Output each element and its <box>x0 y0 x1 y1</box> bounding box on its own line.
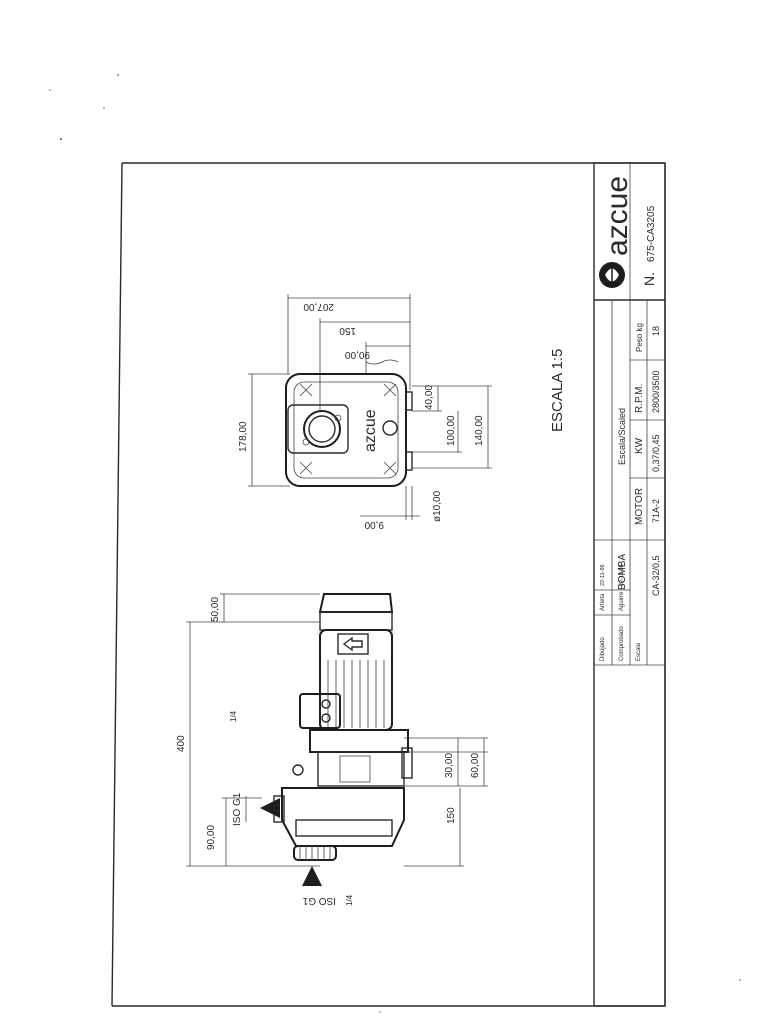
top-view-dimension-lines <box>248 294 492 520</box>
checked-name: Aguirre <box>619 591 625 611</box>
header-peso: Peso kg <box>635 323 644 352</box>
inlet-arrow-icon <box>260 798 280 818</box>
value-kw: 0,37/0,45 <box>651 434 661 472</box>
iso-label-top: ISO G1 <box>232 792 243 826</box>
dim-140: 140,00 <box>474 415 485 446</box>
header-kw: KW <box>634 437 645 454</box>
value-motor: 71A-2 <box>651 499 661 523</box>
checked-label: Comprobado <box>619 626 625 661</box>
dim-90-top: 90,00 <box>345 349 370 360</box>
side-view-pump <box>273 593 413 861</box>
header-bomba: BOMBA <box>617 554 628 590</box>
value-peso: 18 <box>651 326 661 336</box>
dim-150-top: 150 <box>339 325 356 336</box>
scan-specks <box>49 74 741 1013</box>
top-view-pump <box>285 373 413 487</box>
header-rpm: R.P.M. <box>634 384 645 413</box>
dim-30: 30,00 <box>444 753 455 778</box>
dim-400: 400 <box>176 735 187 752</box>
dim-207: 207,00 <box>303 301 334 312</box>
dim-diameter-10: ø10,00 <box>432 490 443 522</box>
dim-178: 178,00 <box>238 421 249 452</box>
checked-date: 22-11-96 <box>619 564 625 586</box>
value-bomba: CA-32/0,5 <box>651 555 661 596</box>
dim-90-side: 90,00 <box>206 825 217 850</box>
value-rpm: 2800/3500 <box>651 370 661 413</box>
drawing-frame <box>111 162 666 1007</box>
drawn-label: Dibujado <box>600 637 606 661</box>
dim-40: 40,00 <box>424 385 435 410</box>
top-view-body-text: azcue <box>362 409 379 452</box>
drawn-date: 22-11-96 <box>600 564 606 586</box>
dim-100: 100,00 <box>446 415 457 446</box>
quarter-label-2: 1/4 <box>345 894 354 906</box>
dim-9: 9,00 <box>364 519 384 530</box>
drawing-number: 675-CA3205 <box>646 205 657 262</box>
brand-name: azcue <box>601 176 634 256</box>
scale-title: ESCALA 1:5 <box>549 349 566 432</box>
drawn-name: Artieta <box>600 593 606 611</box>
scale-label: Escala/Scaled <box>617 408 627 465</box>
azcue-logo <box>599 262 625 288</box>
title-block <box>593 162 666 1007</box>
outlet-arrow-icon <box>302 866 322 886</box>
dim-50-side: 50,00 <box>210 597 221 622</box>
iso-label-bottom: ISO G1 <box>302 895 336 906</box>
drawing-number-label: N. <box>641 272 657 286</box>
header-motor: MOTOR <box>634 488 645 525</box>
dim-60: 60,00 <box>470 753 481 778</box>
escala-label: Escala <box>636 642 642 661</box>
quarter-label: 1/4 <box>229 710 238 722</box>
dim-150-side: 150 <box>446 807 457 824</box>
side-view-dimension-lines <box>186 593 488 867</box>
